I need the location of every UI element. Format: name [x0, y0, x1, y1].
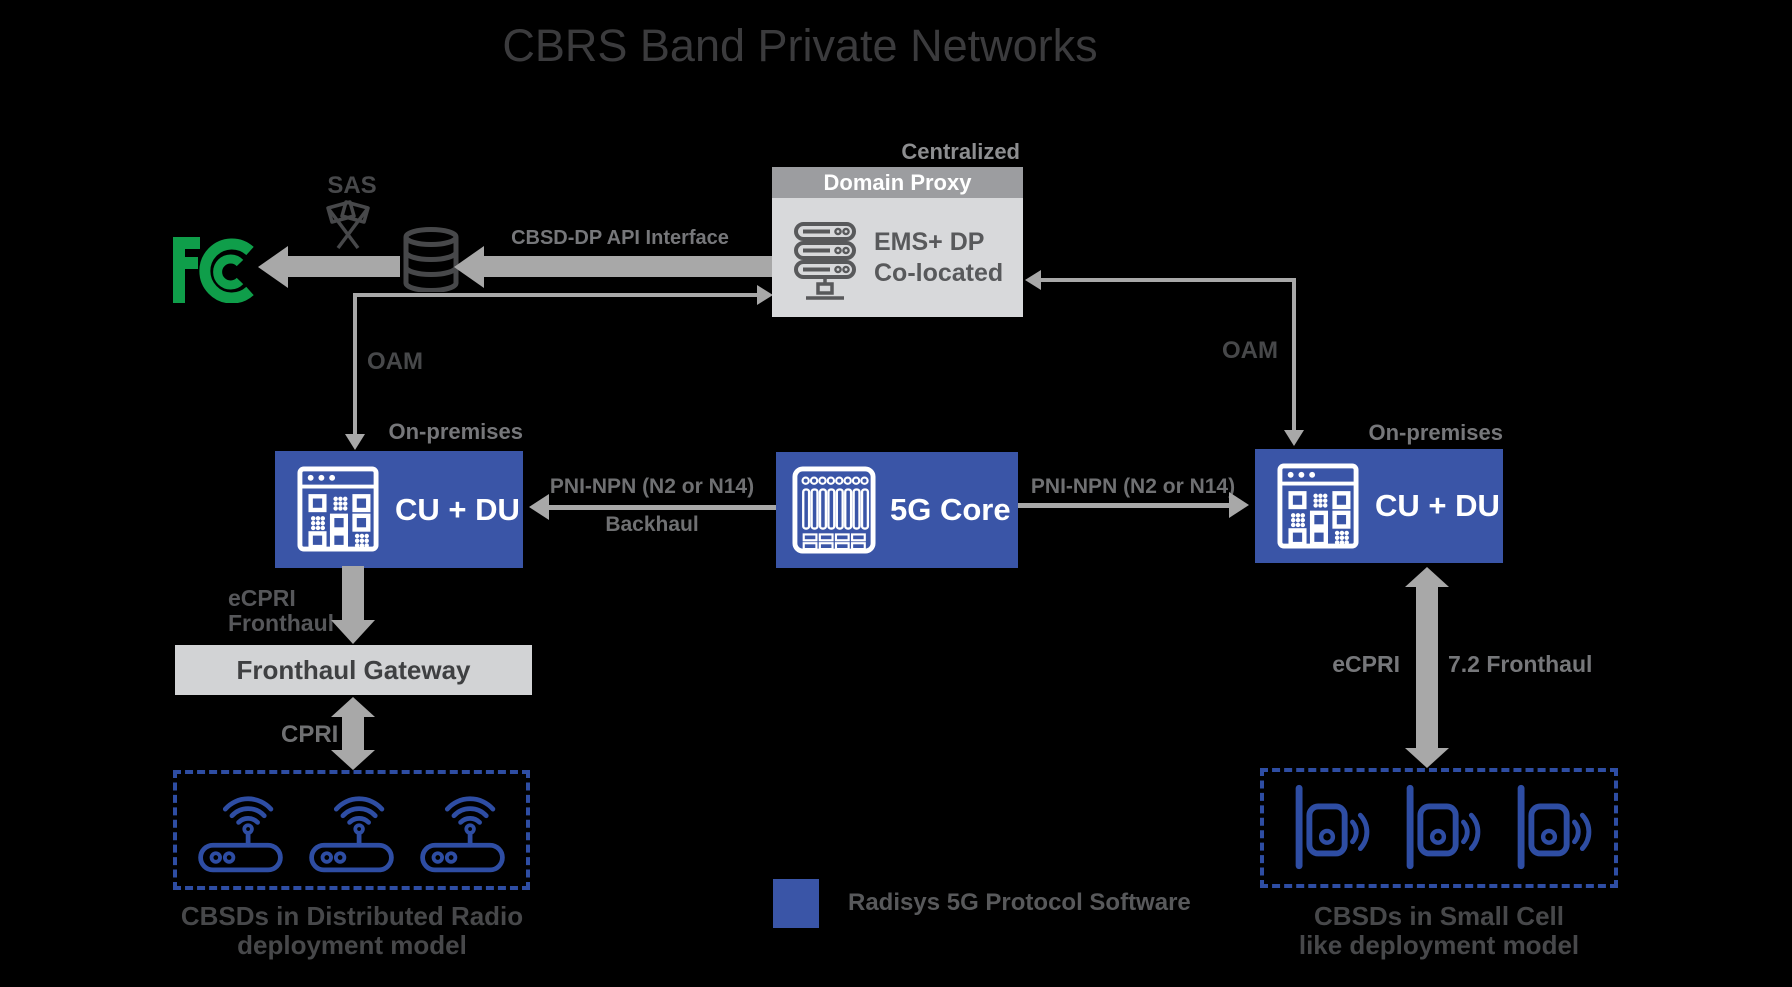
- sas-label: SAS: [327, 172, 377, 199]
- ems-dp-text: EMS+ DP Co-located: [874, 227, 1003, 289]
- pni-npn-right-label: PNI-NPN (N2 or N14): [1030, 475, 1236, 498]
- router-icon: [193, 784, 288, 876]
- oam-left-label: OAM: [367, 348, 423, 375]
- cu-du-left-box: CU + DU: [275, 451, 523, 568]
- on-premises-left-label: On-premises: [388, 419, 524, 444]
- cu-du-app-icon: [1277, 463, 1359, 549]
- core-box: 5G Core: [776, 452, 1018, 568]
- small-cell-icon: [1283, 779, 1373, 877]
- arrow-dp-to-db-shaft: [484, 256, 772, 277]
- fronthaul-72-label: 7.2 Fronthaul: [1448, 651, 1593, 677]
- legend-label: Radisys 5G Protocol Software: [848, 889, 1191, 916]
- fronthaul-gateway-box: Fronthaul Gateway: [175, 645, 532, 695]
- ecpri-left-line1: eCPRI: [228, 585, 296, 611]
- backhaul-label: Backhaul: [605, 513, 699, 536]
- small-cell-icon: [1505, 779, 1595, 877]
- on-premises-right-label: On-premises: [1368, 420, 1504, 445]
- oam-right-label: OAM: [1222, 337, 1278, 364]
- cbsd-right-caption-line1: CBSDs in Small Cell: [1314, 901, 1564, 931]
- cbsd-left-caption-line2: deployment model: [237, 930, 467, 960]
- arrow-db-to-fcc-shaft: [288, 256, 400, 277]
- arrow-dp-to-db-head: [454, 246, 484, 288]
- pni-right-shaft: [1018, 503, 1229, 508]
- core-rack-icon: [792, 465, 876, 555]
- cu-du-right-label: CU + DU: [1375, 488, 1500, 523]
- cbsd-right-caption: CBSDs in Small Cell like deployment mode…: [1284, 902, 1594, 960]
- cbsd-small-cell-box: [1260, 768, 1618, 888]
- arrow-db-to-fcc-head: [258, 246, 288, 288]
- oam-left-arrowhead-down: [345, 434, 365, 450]
- cpri-arrowhead-up: [331, 697, 375, 717]
- fronthaul-right-shaft: [1416, 585, 1438, 750]
- cbsd-left-caption: CBSDs in Distributed Radio deployment mo…: [177, 902, 527, 960]
- cbsd-dp-api-label: CBSD-DP API Interface: [511, 227, 729, 249]
- fronthaul-right-arrowhead-down: [1405, 748, 1449, 768]
- ems-dp-line2: Co-located: [874, 259, 1004, 287]
- pni-right-arrowhead: [1229, 492, 1249, 518]
- oam-left-arrowhead-right: [757, 285, 773, 305]
- cbsd-distributed-radio-box: [173, 770, 530, 890]
- domain-proxy-header: Domain Proxy: [772, 167, 1023, 198]
- oam-right-line-vertical: [1292, 278, 1296, 430]
- ems-server-icon: [794, 222, 856, 300]
- router-icon: [415, 784, 510, 876]
- pni-npn-left-label: PNI-NPN (N2 or N14): [549, 475, 755, 498]
- domain-proxy-box: Domain Proxy EMS+ DP Co-located: [772, 167, 1023, 317]
- ecpri-fronthaul-left-label: eCPRI Fronthaul: [228, 586, 334, 636]
- oam-right-arrowhead-down: [1284, 430, 1304, 446]
- pni-left-arrowhead: [529, 494, 549, 520]
- ecpri-left-line2: Fronthaul: [228, 610, 335, 636]
- core-label: 5G Core: [890, 492, 1011, 527]
- cu-du-app-icon: [297, 466, 379, 552]
- oam-left-line-vertical: [353, 293, 357, 434]
- fronthaul-right-arrowhead-up: [1405, 567, 1449, 587]
- cpri-label: CPRI: [281, 721, 339, 748]
- ecpri-left-arrowhead-down: [331, 620, 375, 644]
- cu-du-left-label: CU + DU: [395, 491, 520, 527]
- page-title: CBRS Band Private Networks: [502, 20, 1098, 71]
- cpri-shaft: [342, 715, 364, 752]
- ecpri-right-label: eCPRI: [1332, 651, 1400, 677]
- legend-swatch: [773, 879, 819, 928]
- cpri-arrowhead-down: [331, 750, 375, 770]
- oam-right-line-horizontal: [1041, 278, 1294, 282]
- ems-dp-line1: EMS+ DP: [874, 228, 985, 256]
- cbsd-right-caption-line2: like deployment model: [1298, 930, 1580, 960]
- fcc-logo-icon: [170, 225, 265, 303]
- router-icon: [304, 784, 399, 876]
- sas-flags-icon: [326, 200, 370, 250]
- cbsd-left-caption-line1: CBSDs in Distributed Radio: [180, 901, 524, 931]
- sas-database-icon: [400, 226, 462, 292]
- cu-du-right-box: CU + DU: [1255, 449, 1503, 563]
- oam-left-line-horizontal: [353, 293, 757, 297]
- ecpri-left-shaft: [342, 566, 364, 620]
- oam-right-arrowhead-left: [1025, 270, 1041, 290]
- small-cell-icon: [1394, 779, 1484, 877]
- centralized-label: Centralized: [901, 139, 1020, 164]
- fronthaul-gateway-label: Fronthaul Gateway: [236, 654, 471, 685]
- pni-left-shaft: [549, 505, 776, 510]
